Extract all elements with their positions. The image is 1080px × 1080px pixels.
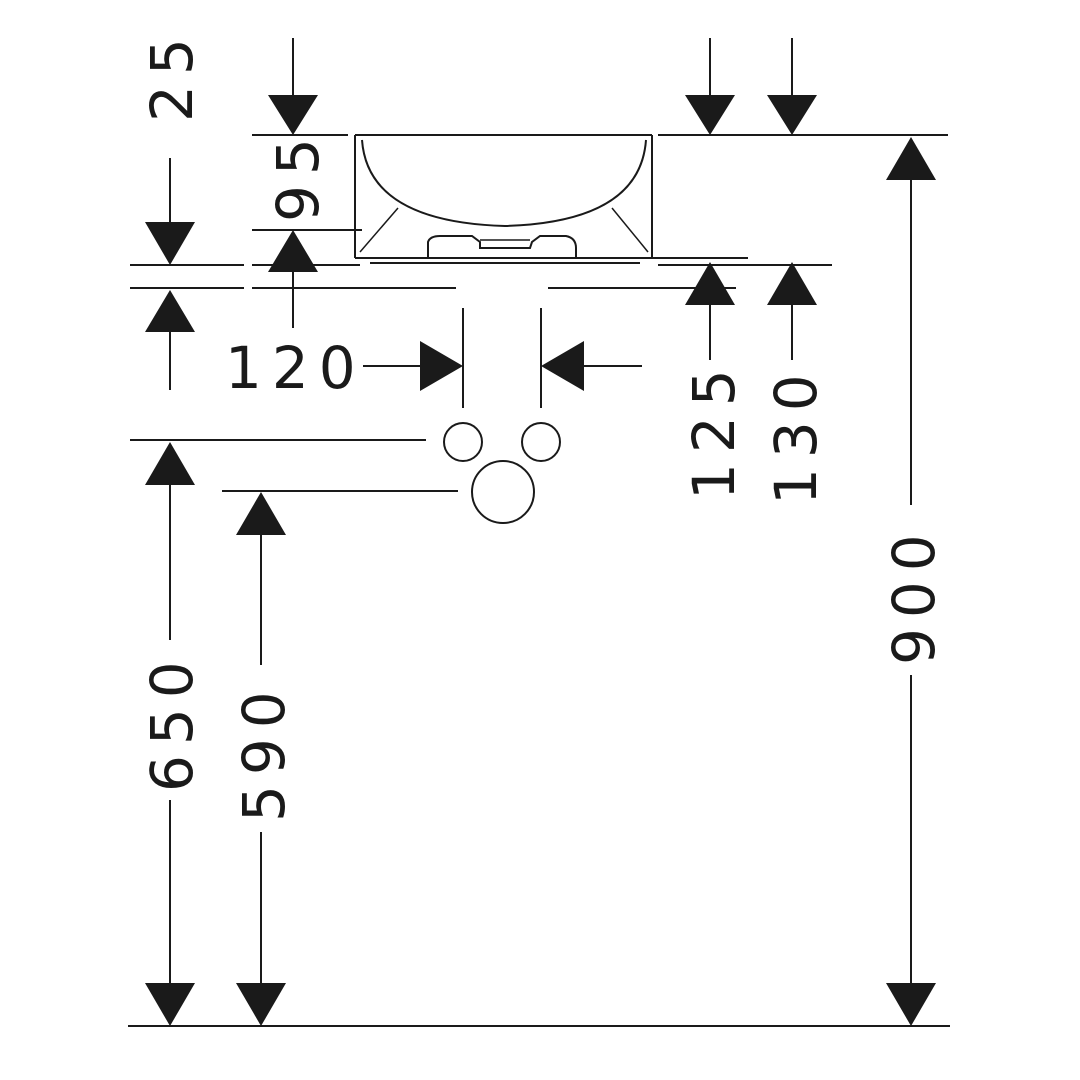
dimension-95: 95 xyxy=(264,128,332,328)
dimension-95-label: 95 xyxy=(264,128,332,222)
extension-lines xyxy=(128,134,950,1027)
dimension-650: 650 xyxy=(138,442,206,1026)
dimension-590: 590 xyxy=(230,492,298,1026)
dimension-125-label: 125 xyxy=(680,359,748,500)
connections xyxy=(443,422,561,524)
dimension-650-label: 650 xyxy=(138,651,206,792)
dimension-130-label: 130 xyxy=(762,364,830,505)
dimension-25-label: 25 xyxy=(138,28,206,122)
hot-water-connection xyxy=(521,422,561,462)
dimension-25: 25 xyxy=(138,28,318,390)
dimension-590-label: 590 xyxy=(230,681,298,822)
basin-outline xyxy=(354,134,748,264)
dimension-120: 120 xyxy=(225,308,642,408)
cold-water-connection xyxy=(443,422,483,462)
dimension-900: 900 xyxy=(880,137,948,1026)
dimension-130: 130 xyxy=(762,38,830,505)
dimension-120-label: 120 xyxy=(225,334,366,402)
waste-connection xyxy=(471,460,535,524)
dimension-125: 125 xyxy=(680,38,748,500)
dimension-900-label: 900 xyxy=(880,524,948,665)
